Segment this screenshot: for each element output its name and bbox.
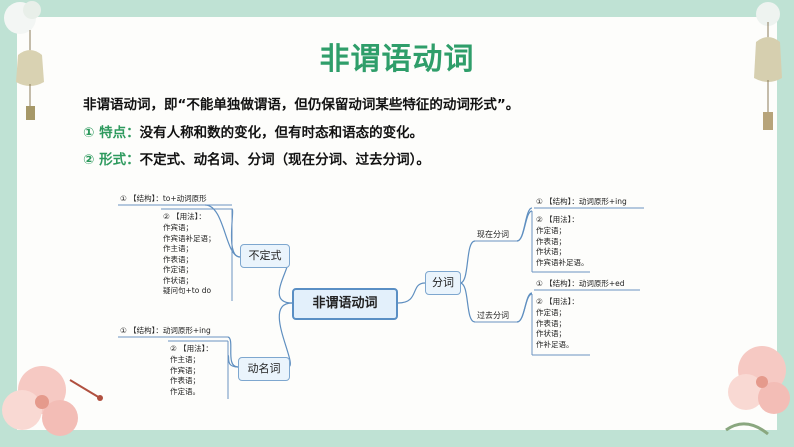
page-title: 非谓语动词	[319, 42, 475, 77]
present-usage-list: 作定语； 作表语； 作状语； 作宾语补足语。	[536, 226, 589, 268]
ger-usage-item: 作表语；	[170, 376, 200, 385]
form-text: 不定式、动名词、分词（现在分词、过去分词）。	[139, 152, 430, 168]
definition-line: 非谓语动词，即“不能单独做谓语，但仍保留动词某些特征的动词形式”。	[83, 93, 519, 113]
present-usage-head: ② 【用法】：	[536, 215, 579, 224]
ger-usage-item: 作定语。	[170, 386, 200, 396]
mindmap-node-infinitive[interactable]: 不定式	[240, 244, 290, 268]
mindmap-node-participle[interactable]: 分词	[425, 271, 461, 295]
inf-usage-item: 作主语；	[163, 244, 193, 253]
wind-chime-left-icon	[4, 1, 44, 120]
inf-structure: ① 【结构】：to+动词原形	[120, 194, 207, 203]
mindmap-center-node[interactable]: 非谓语动词	[292, 288, 398, 320]
ger-structure: ① 【结构】：动词原形+ing	[120, 326, 211, 335]
present-usage-item: 作表语；	[536, 236, 566, 246]
past-usage-item: 作补足语。	[536, 339, 574, 349]
inf-usage-item: 作状语；	[163, 275, 193, 285]
feature-line: ① 特点：没有人称和数的变化，但有时态和语态的变化。	[83, 121, 423, 141]
present-usage-item: 作状语；	[536, 247, 566, 256]
flower-bottom-right-icon	[725, 346, 790, 436]
form-line: ② 形式：不定式、动名词、分词（现在分词、过去分词）。	[83, 148, 430, 168]
past-structure: ① 【结构】：动词原形+ed	[536, 279, 625, 288]
present-structure: ① 【结构】：动词原形+ing	[536, 197, 627, 206]
inf-usage-item: 作定语；	[163, 265, 193, 274]
feature-text: 没有人称和数的变化，但有时态和语态的变化。	[139, 125, 424, 141]
present-usage-item: 作定语；	[536, 226, 566, 235]
form-label: ② 形式：	[83, 152, 140, 168]
feature-label: ① 特点：	[83, 125, 140, 141]
definition-prefix: 非谓语动词，即	[83, 97, 178, 113]
inf-usage-list: 作宾语； 作宾语补足语； 作主语； 作表语； 作定语； 作状语； 疑问句+to …	[163, 223, 216, 297]
ger-usage-head: ② 【用法】：	[170, 344, 213, 353]
inf-usage-head: ② 【用法】：	[163, 212, 206, 221]
ger-usage-list: 作主语； 作宾语； 作表语； 作定语。	[170, 355, 200, 397]
ger-usage-item: 作主语；	[170, 355, 200, 364]
inf-usage-item: 作宾语；	[163, 223, 193, 232]
inf-usage-item: 作表语；	[163, 254, 193, 264]
past-participle-label[interactable]: 过去分词	[477, 311, 509, 320]
ger-usage-item: 作宾语；	[170, 365, 200, 375]
inf-usage-item: 作宾语补足语；	[163, 233, 216, 243]
present-participle-label[interactable]: 现在分词	[477, 230, 509, 239]
past-usage-list: 作定语； 作表语； 作状语； 作补足语。	[536, 308, 574, 350]
present-usage-item: 作宾语补足语。	[536, 257, 589, 267]
past-usage-item: 作定语；	[536, 308, 566, 317]
slide-background	[17, 17, 777, 430]
past-usage-item: 作状语；	[536, 329, 566, 338]
flower-bottom-left-icon	[2, 366, 103, 436]
definition-quote: “不能单独做谓语，但仍保留动词某些特征的动词形式”。	[177, 97, 520, 113]
past-usage-item: 作表语；	[536, 318, 566, 328]
wind-chime-right-icon	[754, 2, 782, 130]
past-usage-head: ② 【用法】：	[536, 297, 579, 306]
mindmap-node-gerund[interactable]: 动名词	[238, 357, 290, 381]
inf-usage-item: 疑问句+to do	[163, 286, 212, 295]
